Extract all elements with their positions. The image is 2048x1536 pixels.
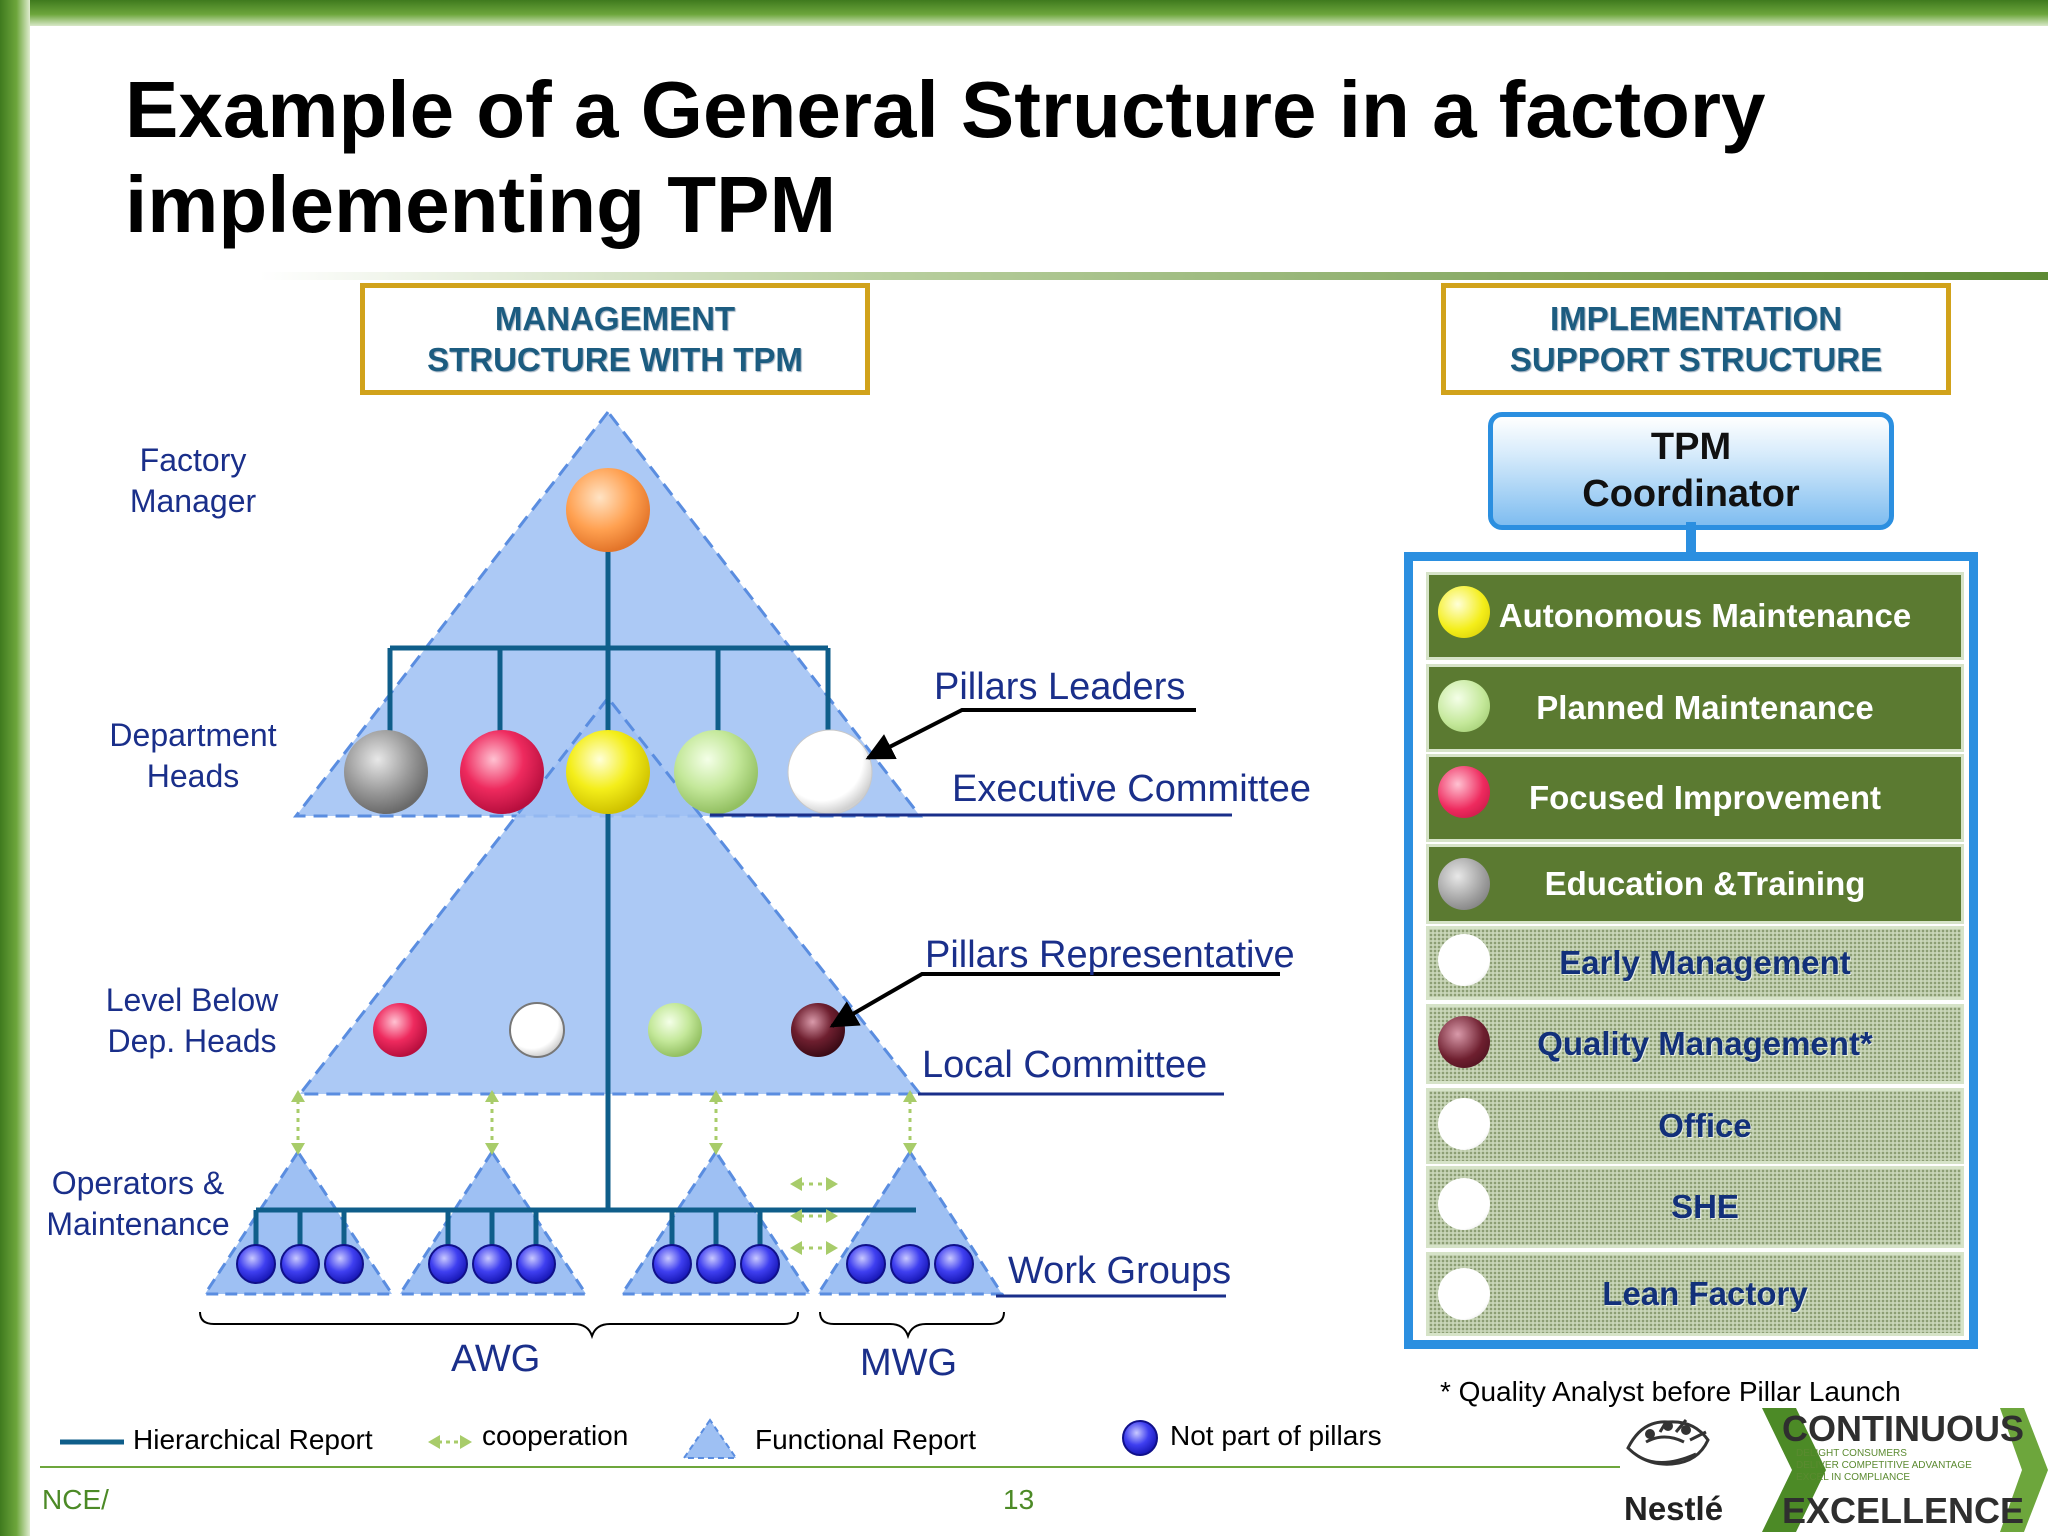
pillar-label: Lean Factory: [1602, 1275, 1808, 1312]
label-local-committee: Local Committee: [922, 1044, 1208, 1086]
legend-not-part-icon: [1122, 1420, 1158, 1456]
pillar-she: SHE: [1426, 1166, 1964, 1248]
pillar-label: Early Management: [1559, 944, 1851, 981]
tpm-coordinator-box: TPM Coordinator: [1488, 412, 1894, 530]
pillar-label: Autonomous Maintenance: [1498, 597, 1912, 634]
slide-top-border: [0, 0, 2048, 26]
management-header: MANAGEMENT STRUCTURE WITH TPM: [360, 283, 870, 395]
legend-hierarchical-label: Hierarchical Report: [133, 1424, 373, 1455]
label-executive-committee: Executive Committee: [952, 768, 1312, 810]
label-awg: AWG: [451, 1338, 541, 1380]
pillar-autonomous-maintenance: Autonomous Maintenance: [1426, 572, 1964, 660]
logo-tagline-line: EXCEL IN COMPLIANCE: [1796, 1472, 1911, 1483]
label-pillars-leaders: Pillars Leaders: [934, 666, 1186, 708]
management-header-text: MANAGEMENT STRUCTURE WITH TPM: [427, 300, 803, 378]
slide-left-border: [0, 0, 30, 1536]
mwg-brace: [819, 1311, 1005, 1340]
pillar-planned-maintenance: Planned Maintenance: [1426, 664, 1964, 752]
label-department-heads: Department Heads: [109, 717, 277, 794]
cooperation-arrows: [291, 1090, 917, 1255]
node-rep-maroon: [791, 1003, 845, 1057]
pointer-arrows: [829, 708, 1280, 1028]
pillar-office: Office: [1426, 1088, 1964, 1164]
node-factory-manager: [566, 468, 650, 552]
label-operators-maintenance: Operators & Maintenance: [46, 1165, 230, 1242]
dot-quality-management: [1438, 1016, 1490, 1068]
footnote-quality-analyst: * Quality Analyst before Pillar Launch: [1440, 1376, 1901, 1407]
dot-office: [1438, 1098, 1490, 1150]
node-dept-head-white: [787, 729, 873, 815]
implementation-header: IMPLEMENTATION SUPPORT STRUCTURE: [1441, 283, 1951, 395]
logo-tagline-line: DELIVER COMPETITIVE ADVANTAGE: [1796, 1460, 1972, 1471]
dot-planned-maintenance: [1438, 680, 1490, 732]
dot-early-management: [1438, 934, 1490, 986]
pillar-label: Quality Management*: [1537, 1025, 1873, 1062]
pillar-label: Focused Improvement: [1528, 779, 1882, 816]
legend-functional-icon: [682, 1418, 738, 1459]
pillar-focused-improvement: Focused Improvement: [1426, 754, 1964, 842]
label-work-groups: Work Groups: [1008, 1250, 1232, 1292]
node-dept-head-gray: [344, 730, 428, 814]
dot-education-training: [1438, 858, 1490, 910]
logo-brand: Nestlé: [1624, 1490, 1724, 1527]
pillar-label: Education &Training: [1544, 865, 1866, 902]
node-dept-head-yellow: [566, 730, 650, 814]
logo-continuous: CONTINUOUS: [1782, 1408, 2024, 1449]
nestle-nest-icon: [1626, 1408, 2048, 1532]
pillar-label: Planned Maintenance: [1536, 689, 1874, 726]
footer-rule: [40, 1466, 1620, 1468]
logo-tagline: DELIGHT CONSUMERS DELIVER COMPETITIVE AD…: [1796, 1448, 1972, 1484]
tpm-coordinator-connector: [1686, 522, 1696, 554]
node-rep-pink: [373, 1003, 427, 1057]
dot-autonomous-maintenance: [1438, 586, 1490, 638]
logo-excellence: EXCELLENCE: [1782, 1490, 2025, 1531]
label-mwg: MWG: [860, 1342, 958, 1384]
node-dept-head-green: [674, 730, 758, 814]
legend-not-part-label: Not part of pillars: [1170, 1420, 1382, 1451]
pillar-label: SHE: [1671, 1188, 1739, 1225]
logo-tagline-line: DELIGHT CONSUMERS: [1796, 1448, 1907, 1459]
legend-cooperation-label: cooperation: [482, 1420, 629, 1451]
dot-she: [1438, 1178, 1490, 1230]
node-rep-white: [509, 1002, 565, 1058]
pillar-label: Office: [1658, 1107, 1752, 1144]
dot-lean-factory: [1438, 1268, 1490, 1320]
work-group-members: [236, 1244, 974, 1284]
implementation-header-text: IMPLEMENTATION SUPPORT STRUCTURE: [1509, 300, 1883, 378]
pillar-quality-management: Quality Management*: [1426, 1004, 1964, 1084]
label-pillars-representative: Pillars Representative: [925, 934, 1295, 976]
nestle-continuous-excellence-logo: Nestlé CONTINUOUS DELIGHT CONSUMERS DELI…: [1620, 1404, 2048, 1536]
slide-title: Example of a General Structure in a fact…: [125, 65, 1766, 249]
legend-functional-label: Functional Report: [755, 1424, 977, 1455]
footer-code: NCE/: [42, 1484, 109, 1515]
pillar-lean-factory: Lean Factory: [1426, 1252, 1964, 1336]
label-underlines: [710, 813, 1232, 1298]
dot-focused-improvement: [1438, 766, 1490, 818]
legend-cooperation-icon: [428, 1435, 472, 1449]
tpm-coordinator-label: TPM Coordinator: [1582, 426, 1800, 515]
pillar-education-training: Education &Training: [1426, 844, 1964, 924]
label-factory-manager: Factory Manager: [129, 442, 257, 519]
title-underline: [260, 272, 2048, 280]
page-number: 13: [1003, 1484, 1035, 1515]
label-level-below: Level Below Dep. Heads: [105, 982, 279, 1059]
awg-brace: [199, 1311, 799, 1340]
pillar-early-management: Early Management: [1426, 926, 1964, 1000]
node-rep-green: [648, 1003, 702, 1057]
node-dept-head-pink: [460, 730, 544, 814]
